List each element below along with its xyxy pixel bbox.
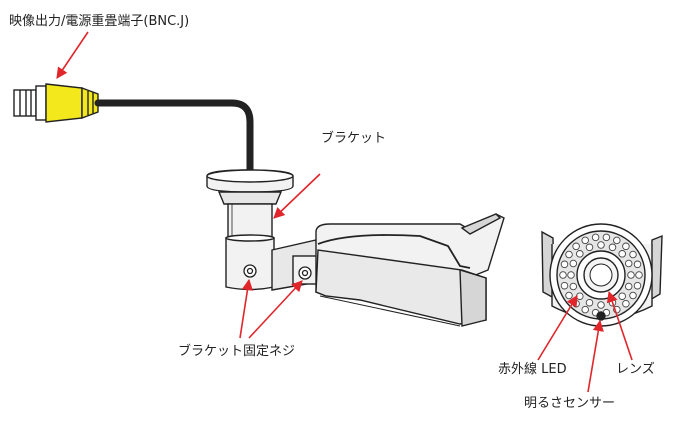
- label-bracket: ブラケット: [321, 131, 387, 146]
- callout-arrows: [56, 31, 633, 393]
- brightness-sensor-dot: [596, 311, 606, 321]
- ir-led: [585, 298, 594, 307]
- label-light-sensor: 明るさセンサー: [524, 396, 616, 411]
- camera-front-view: [541, 223, 663, 327]
- ir-led: [629, 250, 637, 259]
- ir-led: [622, 299, 630, 308]
- cable: [94, 99, 254, 176]
- ir-led: [608, 243, 617, 252]
- ir-led: [569, 259, 578, 268]
- ir-led: [618, 250, 626, 258]
- ir-led: [565, 291, 573, 300]
- bracket: [206, 169, 319, 291]
- ir-led: [572, 242, 580, 251]
- label-bracket-screw: ブラケット固定ネジ: [178, 344, 296, 359]
- arrow-to-screw-left: [239, 278, 253, 339]
- ir-led: [635, 271, 643, 279]
- ir-led: [597, 301, 605, 309]
- ir-led: [629, 291, 637, 300]
- ir-led: [591, 233, 600, 242]
- ir-led: [560, 260, 569, 269]
- ir-led: [622, 242, 630, 251]
- ir-led: [585, 243, 594, 252]
- ir-led: [567, 271, 575, 279]
- bnc-connector: [13, 83, 99, 123]
- ir-led: [602, 233, 611, 242]
- ir-led: [581, 236, 589, 245]
- arrow-to-sensor: [587, 319, 604, 393]
- ir-led: [576, 292, 584, 300]
- ir-led: [576, 250, 584, 258]
- bracket-screws: [243, 264, 312, 280]
- ir-led: [633, 260, 642, 269]
- ir-led: [613, 236, 621, 245]
- arrow-to-ir-led: [537, 295, 578, 361]
- ir-led: [624, 282, 633, 291]
- ir-led: [624, 259, 633, 268]
- ir-led: [633, 281, 642, 290]
- ir-led: [560, 281, 569, 290]
- camera-body-side: [315, 213, 505, 327]
- label-video-power: 映像出力/電源重畳端子(BNC.J): [9, 14, 190, 29]
- arrow-to-bracket: [273, 173, 321, 219]
- label-ir-led: 赤外線 LED: [498, 362, 567, 377]
- arrow-to-screw-right: [248, 280, 303, 339]
- arrow-to-lens: [606, 290, 633, 361]
- arrow-to-bnc: [56, 31, 89, 79]
- ir-led: [581, 305, 589, 314]
- ir-led: [569, 282, 578, 291]
- ir-led: [559, 271, 567, 279]
- ir-led: [597, 241, 605, 249]
- label-lens: レンズ: [616, 362, 655, 377]
- ir-led: [618, 292, 626, 300]
- ir-led: [565, 250, 573, 259]
- ir-led: [627, 271, 635, 279]
